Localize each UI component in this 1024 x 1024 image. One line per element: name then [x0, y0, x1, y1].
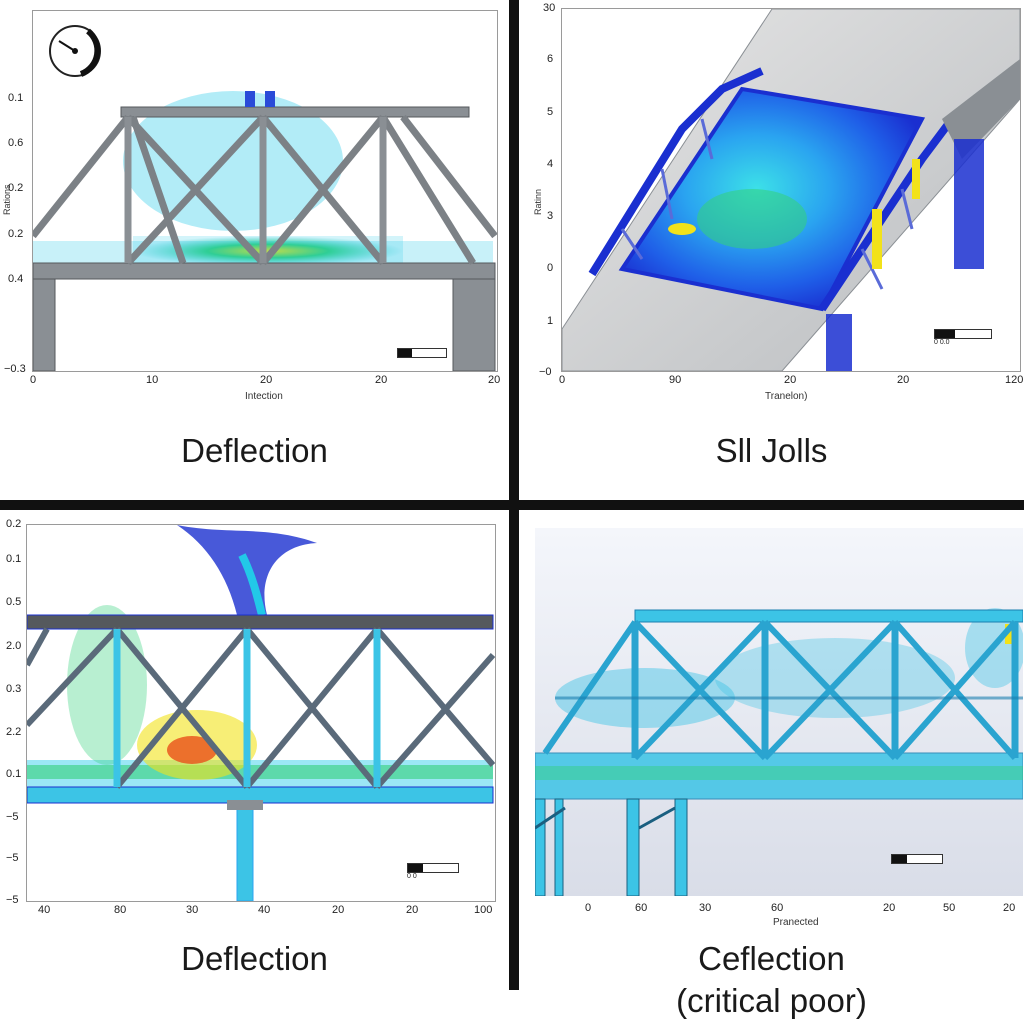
- y-tick: −5: [6, 811, 19, 823]
- x-axis-label: Intection: [245, 391, 283, 402]
- gauge-icon: [49, 25, 101, 77]
- panel-bottom-left: 0.2 0.1 0.5 2.0 0.3 2.2 0.1 −5 −5 −5: [0, 510, 509, 1024]
- panel-caption: Sll Jolls: [715, 432, 828, 469]
- y-tick: 0.2: [8, 228, 24, 240]
- x-tick: 40: [258, 904, 271, 916]
- x-tick: 20: [375, 374, 388, 386]
- x-tick: 20: [883, 902, 896, 914]
- x-axis-label: Pranected: [773, 917, 819, 928]
- y-tick: 0: [547, 262, 554, 274]
- y-tick: 0.1: [6, 768, 22, 780]
- y-tick: 0.3: [6, 683, 22, 695]
- y-tick: 0.6: [8, 137, 24, 149]
- y-tick: −0: [539, 366, 552, 378]
- y-tick: 0.2: [8, 182, 24, 194]
- panel-caption: Deflection: [181, 432, 328, 469]
- y-tick: 4: [547, 158, 554, 170]
- y-tick: 2.0: [6, 640, 22, 652]
- deck-stress-figure: [562, 9, 1020, 371]
- scale-label: 0 0.0: [934, 339, 950, 346]
- plot-area: [32, 10, 498, 372]
- x-tick: 30: [186, 904, 199, 916]
- color-scale-bar: [891, 854, 943, 864]
- x-tick: 20: [488, 374, 501, 386]
- y-axis-title: Rations: [2, 184, 12, 215]
- y-tick: −0.3: [4, 363, 26, 375]
- panel-divider-vertical: [509, 0, 519, 990]
- x-tick: 20: [1003, 902, 1016, 914]
- y-tick: 0.2: [6, 518, 22, 530]
- x-tick: 10: [146, 374, 159, 386]
- x-tick: 120: [1005, 374, 1024, 386]
- panel-caption-subtitle: (critical poor): [676, 982, 867, 1019]
- x-tick: 80: [114, 904, 127, 916]
- cyan-truss-figure: [535, 528, 1023, 896]
- x-tick: 60: [771, 902, 784, 914]
- y-axis-title: Ratinn: [533, 188, 543, 215]
- flow-stress-figure: [27, 525, 495, 901]
- x-tick: 20: [784, 374, 797, 386]
- x-tick: 0: [30, 374, 37, 386]
- y-tick: 2.2: [6, 726, 22, 738]
- y-tick: 5: [547, 106, 554, 118]
- panel-caption: Deflection: [181, 940, 328, 977]
- y-tick: 6: [547, 53, 554, 65]
- y-tick: −5: [6, 894, 19, 906]
- x-tick: 30: [699, 902, 712, 914]
- panel-top-right: Ratinn 30 6 5 4 3 0 1 −0: [519, 0, 1024, 500]
- color-scale-bar: [934, 329, 992, 339]
- x-tick: 90: [669, 374, 682, 386]
- x-tick: 100: [474, 904, 493, 916]
- color-scale-bar: [407, 863, 459, 873]
- plot-area: [535, 528, 1023, 896]
- panel-top-left: Rations 0.1 0.6 0.2 0.2 0.4 −0.3: [0, 0, 509, 500]
- x-tick: 60: [635, 902, 648, 914]
- x-tick: 0: [585, 902, 592, 914]
- x-axis-label: Tranelon): [765, 391, 808, 402]
- panel-bottom-right: 0 60 30 60 20 50 20 Pranected Ceflection…: [519, 510, 1024, 1024]
- color-scale-bar: [397, 348, 447, 358]
- x-tick: 40: [38, 904, 51, 916]
- x-tick: 20: [406, 904, 419, 916]
- plot-area: 0 0: [26, 524, 496, 902]
- y-tick: 0.4: [8, 273, 24, 285]
- y-tick: 30: [543, 2, 556, 14]
- x-tick: 20: [897, 374, 910, 386]
- x-tick: 20: [332, 904, 345, 916]
- plot-area: 0 0.0: [561, 8, 1021, 372]
- y-tick: 0.5: [6, 596, 22, 608]
- y-tick: 3: [547, 210, 554, 222]
- scale-label: 0 0: [407, 873, 417, 880]
- x-tick: 50: [943, 902, 956, 914]
- y-tick: 1: [547, 315, 554, 327]
- y-tick: 0.1: [8, 92, 24, 104]
- x-tick: 0: [559, 374, 566, 386]
- panel-divider-horizontal: [0, 500, 1024, 510]
- truss-bridge-figure: [33, 25, 497, 371]
- panel-caption: Ceflection: [698, 940, 845, 977]
- y-tick: 0.1: [6, 553, 22, 565]
- y-tick: −5: [6, 852, 19, 864]
- x-tick: 20: [260, 374, 273, 386]
